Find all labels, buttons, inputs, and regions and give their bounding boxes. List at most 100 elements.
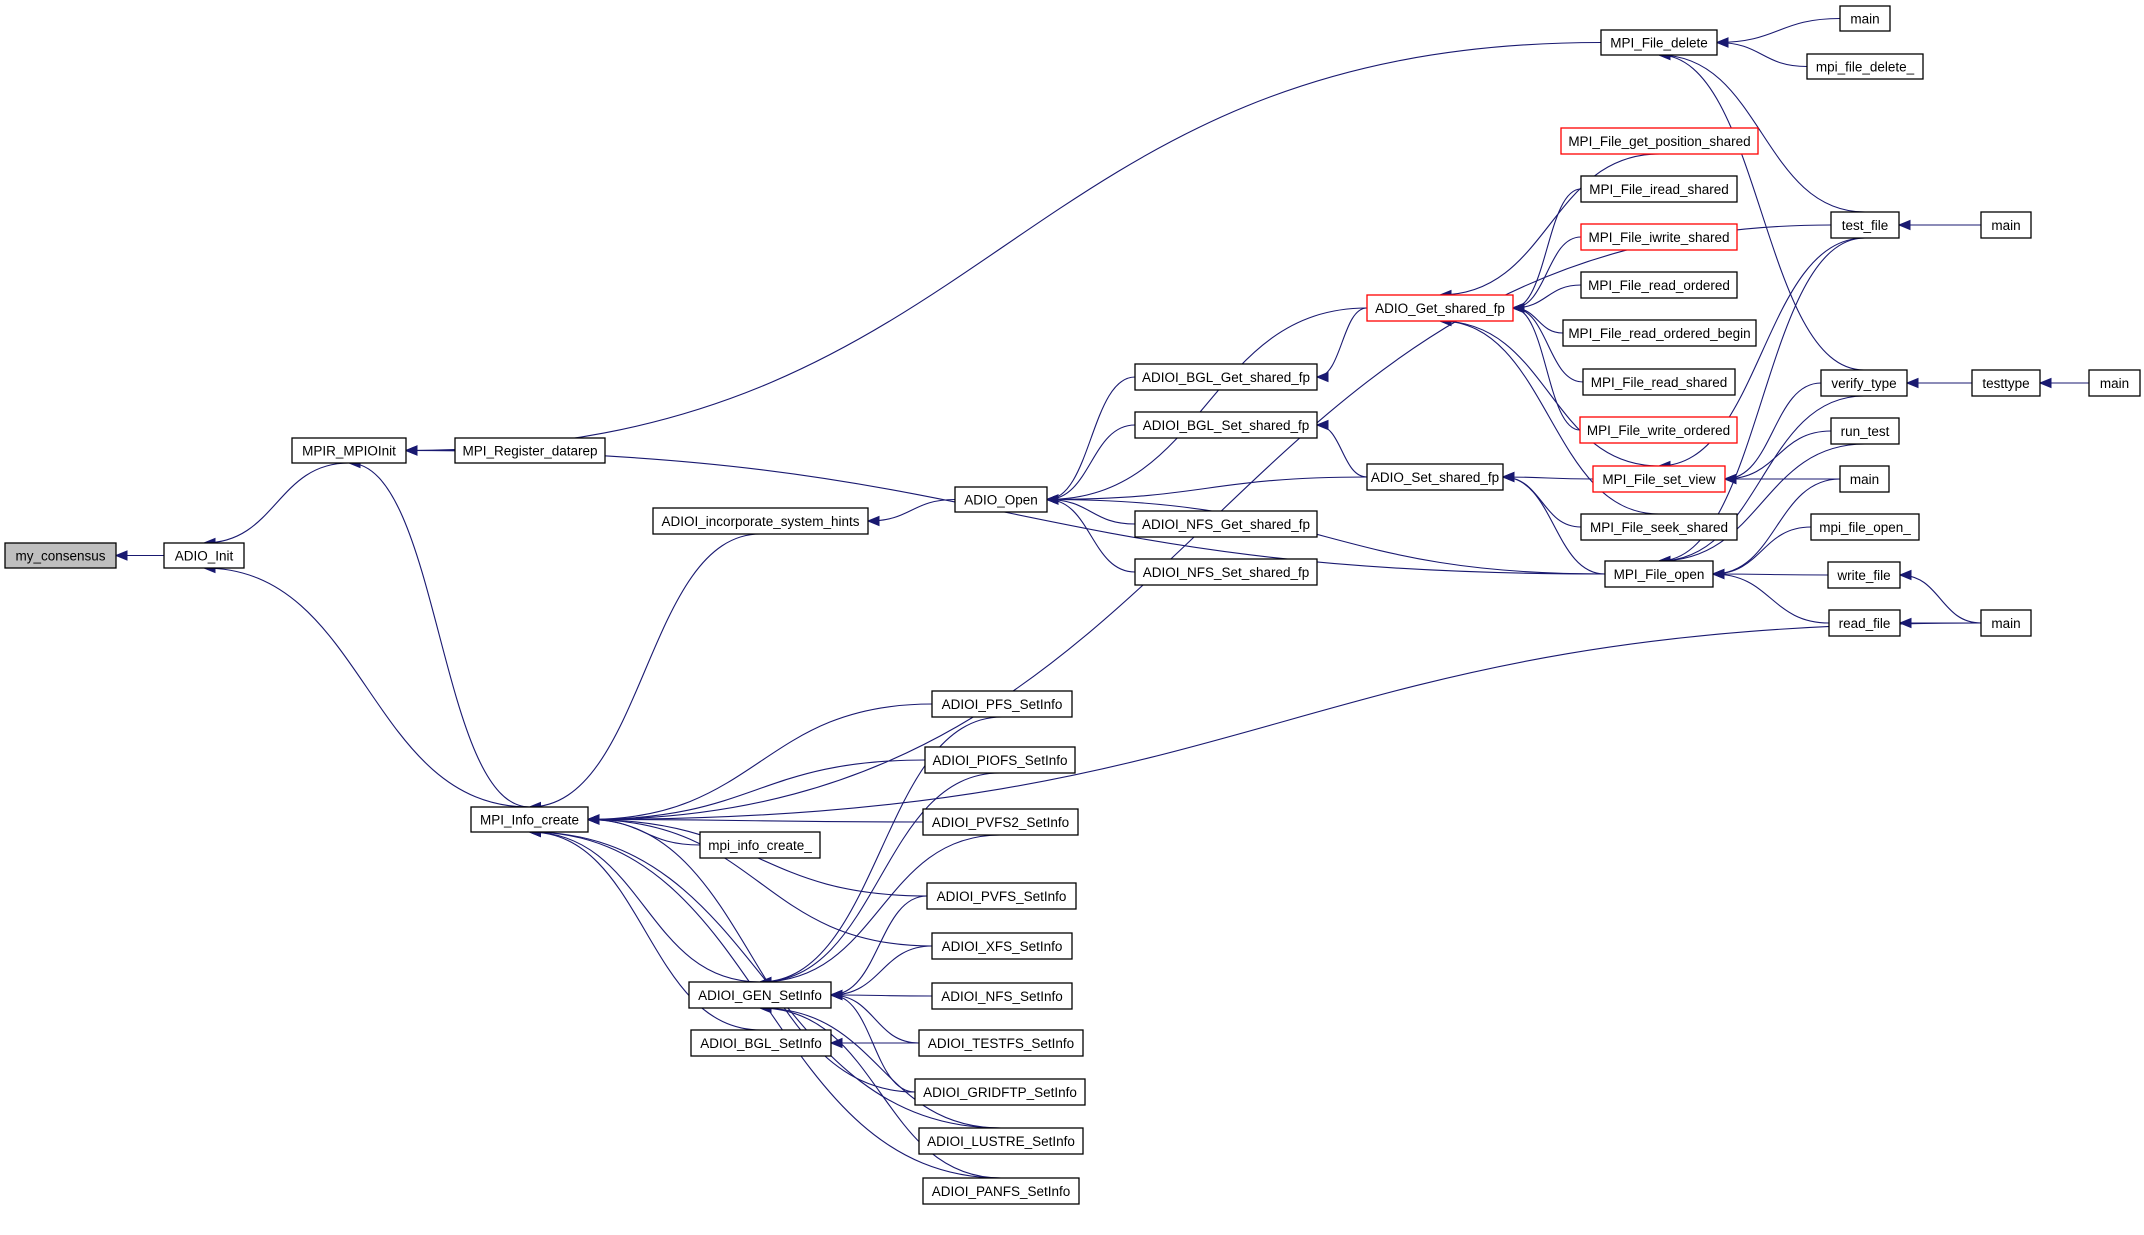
node-box[interactable] (1806, 53, 1924, 80)
node-adioi-gen-setinfo[interactable]: ADIOI_GEN_SetInfo (688, 981, 832, 1009)
node-write-file[interactable]: write_file (1827, 561, 1901, 589)
node-mpi-file-iwrite-shared[interactable]: MPI_File_iwrite_shared (1580, 223, 1738, 251)
node-box[interactable] (1560, 127, 1759, 155)
node-box[interactable] (922, 808, 1079, 836)
node-my-consensus[interactable]: my_consensus (4, 542, 117, 569)
node-adio-open[interactable]: ADIO_Open (954, 486, 1048, 513)
node-box[interactable] (1580, 513, 1738, 541)
node-mpi-file-get-position-shared[interactable]: MPI_File_get_position_shared (1560, 127, 1759, 155)
node-mpi-file-read-shared[interactable]: MPI_File_read_shared (1582, 368, 1736, 396)
node-box[interactable] (954, 486, 1048, 513)
node-adioi-xfs-setinfo[interactable]: ADIOI_XFS_SetInfo (931, 932, 1073, 960)
node-box[interactable] (918, 1127, 1084, 1155)
node-box[interactable] (1134, 558, 1318, 586)
node-box[interactable] (1134, 411, 1318, 439)
node-box[interactable] (1366, 294, 1514, 322)
node-adio-set-shared-fp[interactable]: ADIO_Set_shared_fp (1366, 463, 1504, 491)
node-adioi-piofs-setinfo[interactable]: ADIOI_PIOFS_SetInfo (924, 746, 1076, 774)
node-box[interactable] (1580, 271, 1738, 299)
node-box[interactable] (163, 542, 245, 569)
node-box[interactable] (1980, 609, 2032, 637)
node-box[interactable] (1580, 223, 1738, 251)
node-adioi-nfs-setinfo[interactable]: ADIOI_NFS_SetInfo (931, 982, 1073, 1010)
node-mpi-file-delete[interactable]: MPI_File_delete (1600, 29, 1718, 56)
node-testtype[interactable]: testtype (1971, 369, 2041, 397)
node-box[interactable] (1134, 510, 1318, 538)
node-mpi-file-read-ordered-begin[interactable]: MPI_File_read_ordered_begin (1562, 319, 1757, 347)
node-box[interactable] (926, 882, 1077, 910)
node-box[interactable] (924, 746, 1076, 774)
node-main-5[interactable]: main (1980, 609, 2032, 637)
node-adioi-pvfs-setinfo[interactable]: ADIOI_PVFS_SetInfo (926, 882, 1077, 910)
node-box[interactable] (1366, 463, 1504, 491)
node-mpi-file-open[interactable]: MPI_File_open (1604, 560, 1714, 588)
node-box[interactable] (699, 831, 821, 859)
node-box[interactable] (2088, 369, 2141, 397)
node-box[interactable] (1582, 368, 1736, 396)
node-main-4[interactable]: main (1839, 465, 1890, 493)
node-mpi-file-seek-shared[interactable]: MPI_File_seek_shared (1580, 513, 1738, 541)
node-mpi-register-datarep[interactable]: MPI_Register_datarep (454, 437, 606, 464)
node-adioi-gridftp-setinfo[interactable]: ADIOI_GRIDFTP_SetInfo (914, 1078, 1086, 1106)
node-box[interactable] (931, 932, 1073, 960)
node-box[interactable] (291, 437, 407, 464)
node-box[interactable] (690, 1029, 832, 1057)
node-box[interactable] (931, 982, 1073, 1010)
node-box[interactable] (1580, 175, 1738, 203)
node-test-file[interactable]: test_file (1830, 211, 1900, 239)
node-box[interactable] (1134, 363, 1318, 391)
node-box[interactable] (1579, 416, 1738, 444)
node-box[interactable] (1830, 211, 1900, 239)
node-adioi-panfs-setinfo[interactable]: ADIOI_PANFS_SetInfo (922, 1177, 1080, 1205)
node-box[interactable] (1830, 417, 1900, 445)
node-mpi-file-read-ordered[interactable]: MPI_File_read_ordered (1580, 271, 1738, 299)
node-box[interactable] (922, 1177, 1080, 1205)
node-adioi-bgl-setinfo[interactable]: ADIOI_BGL_SetInfo (690, 1029, 832, 1057)
node-box[interactable] (1562, 319, 1757, 347)
node-adioi-nfs-set-shared-fp[interactable]: ADIOI_NFS_Set_shared_fp (1134, 558, 1318, 586)
node-adio-get-shared-fp[interactable]: ADIO_Get_shared_fp (1366, 294, 1514, 322)
node-main-1[interactable]: main (1839, 5, 1891, 32)
node-box[interactable] (914, 1078, 1086, 1106)
node-mpi-file-iread-shared[interactable]: MPI_File_iread_shared (1580, 175, 1738, 203)
node-box[interactable] (1604, 560, 1714, 588)
node-box[interactable] (1971, 369, 2041, 397)
node-run-test[interactable]: run_test (1830, 417, 1900, 445)
node-adioi-bgl-get-shared-fp[interactable]: ADIOI_BGL_Get_shared_fp (1134, 363, 1318, 391)
node-mpi-file-set-view[interactable]: MPI_File_set_view (1592, 465, 1726, 493)
node-box[interactable] (454, 437, 606, 464)
node-mpir-mpioinit[interactable]: MPIR_MPIOInit (291, 437, 407, 464)
node-mpi-file-delete[interactable]: mpi_file_delete_ (1806, 53, 1924, 80)
node-adioi-nfs-get-shared-fp[interactable]: ADIOI_NFS_Get_shared_fp (1134, 510, 1318, 538)
node-box[interactable] (918, 1029, 1084, 1057)
node-mpi-file-write-ordered[interactable]: MPI_File_write_ordered (1579, 416, 1738, 444)
node-box[interactable] (1827, 561, 1901, 589)
node-box[interactable] (1839, 5, 1891, 32)
node-box[interactable] (1839, 465, 1890, 493)
node-adio-init[interactable]: ADIO_Init (163, 542, 245, 569)
node-box[interactable] (652, 507, 869, 535)
node-adioi-pvfs2-setinfo[interactable]: ADIOI_PVFS2_SetInfo (922, 808, 1079, 836)
node-main-2[interactable]: main (1980, 211, 2032, 239)
node-box[interactable] (1828, 609, 1901, 637)
node-mpi-file-open[interactable]: mpi_file_open_ (1810, 513, 1920, 541)
node-box[interactable] (1820, 369, 1908, 397)
node-box[interactable] (470, 806, 589, 833)
node-adioi-incorporate-system-hints[interactable]: ADIOI_incorporate_system_hints (652, 507, 869, 535)
node-box[interactable] (1600, 29, 1718, 56)
node-adioi-lustre-setinfo[interactable]: ADIOI_LUSTRE_SetInfo (918, 1127, 1084, 1155)
node-box[interactable] (688, 981, 832, 1009)
node-adioi-testfs-setinfo[interactable]: ADIOI_TESTFS_SetInfo (918, 1029, 1084, 1057)
node-verify-type[interactable]: verify_type (1820, 369, 1908, 397)
node-box[interactable] (1810, 513, 1920, 541)
node-mpi-info-create[interactable]: MPI_Info_create (470, 806, 589, 833)
node-box[interactable] (4, 542, 117, 569)
node-box[interactable] (1980, 211, 2032, 239)
node-main-3[interactable]: main (2088, 369, 2141, 397)
node-mpi-info-create[interactable]: mpi_info_create_ (699, 831, 821, 859)
node-read-file[interactable]: read_file (1828, 609, 1901, 637)
node-adioi-pfs-setinfo[interactable]: ADIOI_PFS_SetInfo (931, 690, 1073, 718)
node-box[interactable] (931, 690, 1073, 718)
node-adioi-bgl-set-shared-fp[interactable]: ADIOI_BGL_Set_shared_fp (1134, 411, 1318, 439)
node-box[interactable] (1592, 465, 1726, 493)
